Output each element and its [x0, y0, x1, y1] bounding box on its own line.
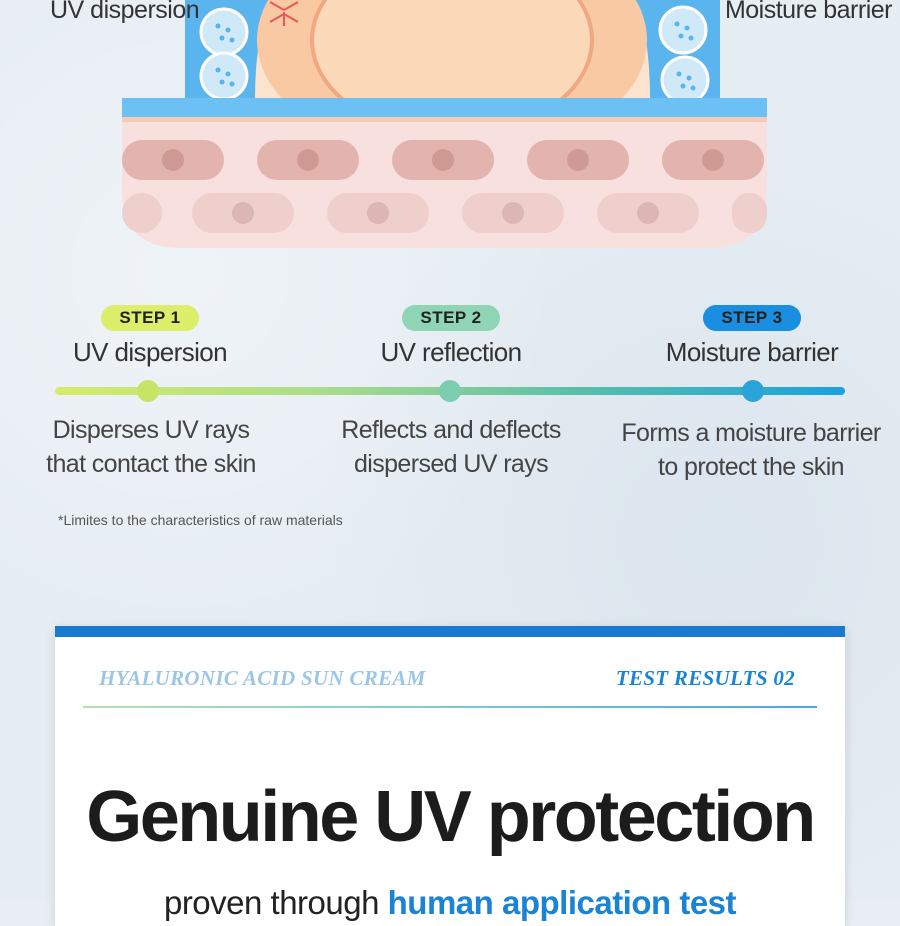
step-2-description: Reflects and deflects dispersed UV rays — [301, 413, 601, 481]
step-3-badge: STEP 3 — [703, 305, 801, 331]
product-name-label: HYALURONIC ACID SUN CREAM — [99, 666, 426, 690]
card-divider — [83, 706, 817, 708]
step-1-description: Disperses UV rays that contact the skin — [1, 413, 301, 481]
card-top-bar — [55, 626, 845, 637]
particle-sphere — [199, 51, 249, 101]
step-2-desc-line-2: dispersed UV rays — [353, 450, 549, 478]
timeline-dot-3 — [742, 380, 764, 402]
skin-cell — [732, 193, 767, 233]
particle-spheres-left — [199, 7, 249, 101]
subheadline-plain: proven through — [163, 884, 388, 921]
timeline-dot-2 — [439, 380, 461, 402]
step-3: STEP 3 Moisture barrier — [602, 305, 900, 368]
step-3-desc-line-1: Forms a moisture barrier — [621, 419, 881, 447]
skin-cells-row-2 — [122, 193, 767, 233]
step-1-desc-line-2: that contact the skin — [46, 450, 256, 478]
step-2-title: UV reflection — [380, 337, 522, 367]
footnote: *Limites to the characteristics of raw m… — [58, 512, 343, 528]
step-3-desc-line-2: to protect the skin — [658, 453, 845, 481]
corner-label-right: Moisture barrier — [724, 0, 893, 24]
skin-cells-row-1 — [122, 140, 764, 180]
particle-sphere — [199, 7, 249, 57]
headline: Genuine UV protection — [86, 777, 816, 857]
corner-label-left: UV dispersion — [50, 0, 200, 24]
test-results-card: HYALURONIC ACID SUN CREAM TEST RESULTS 0… — [55, 626, 845, 926]
particle-sphere — [658, 5, 708, 55]
skin-layer-illustration — [122, 0, 767, 248]
uv-reflect-arrows-icon — [269, 1, 299, 26]
step-1-title: UV dispersion — [72, 337, 228, 367]
step-1-badge: STEP 1 — [101, 305, 199, 331]
skin-cell — [122, 193, 162, 233]
barrier-band — [122, 98, 767, 117]
subheadline: proven through human application test — [55, 884, 845, 922]
step-2: STEP 2 UV reflection — [301, 305, 601, 368]
step-2-desc-line-1: Reflects and deflects — [341, 416, 561, 444]
step-2-badge: STEP 2 — [402, 305, 500, 331]
step-1: STEP 1 UV dispersion — [0, 305, 300, 368]
step-3-title: Moisture barrier — [665, 337, 839, 367]
step-1-desc-line-1: Disperses UV rays — [52, 416, 250, 444]
timeline-dot-1 — [137, 380, 159, 402]
subheadline-highlight: human application test — [387, 884, 737, 921]
test-results-label: TEST RESULTS 02 — [615, 666, 795, 690]
particle-sphere — [660, 55, 710, 105]
step-3-description: Forms a moisture barrier to protect the … — [601, 416, 900, 484]
